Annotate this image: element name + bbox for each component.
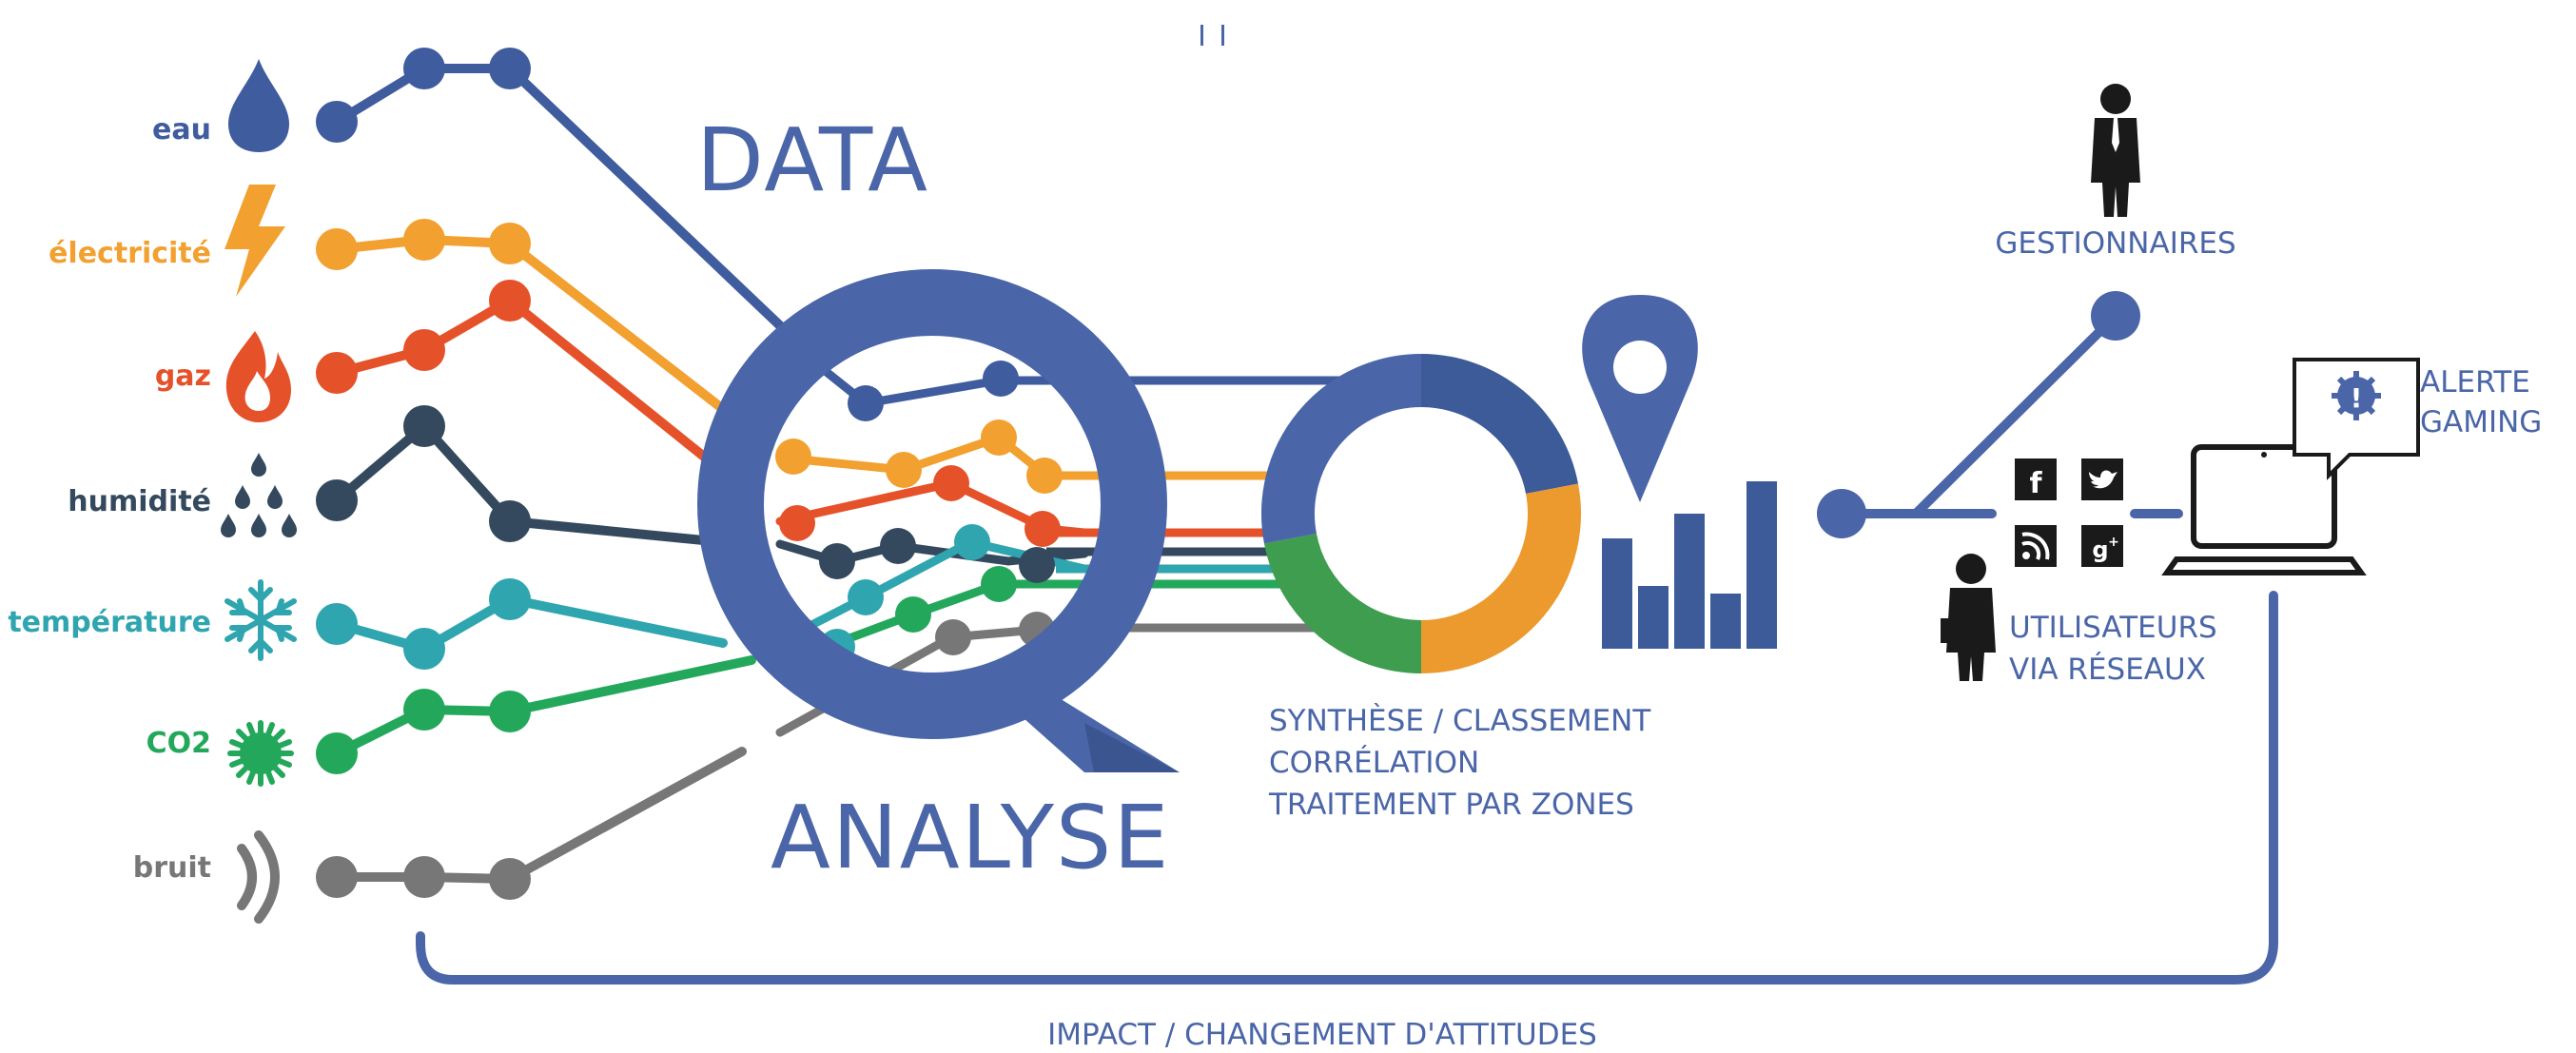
google-plus-icon: g + — [2081, 525, 2123, 567]
users-label-line-1: UTILISATEURS — [2009, 611, 2217, 645]
managers-dot — [2091, 291, 2140, 341]
svg-text:g: g — [2092, 536, 2108, 563]
synthesis-line-3: TRAITEMENT PAR ZONES — [1268, 788, 1634, 822]
alert-label-line-1: ALERTE — [2420, 365, 2530, 400]
rss-icon — [2015, 525, 2057, 567]
source-label-bruit: bruit — [133, 851, 211, 885]
user-person-icon — [1941, 554, 1996, 681]
lightning-icon — [224, 185, 285, 297]
top-mark — [1200, 25, 1203, 46]
water-drop-icon — [228, 59, 289, 152]
source-labels: eau électricité gaz humidité température… — [8, 113, 211, 885]
social-icons: f g + — [2015, 458, 2123, 567]
manager-person-icon — [2091, 84, 2140, 217]
analyse-title: ANALYSE — [771, 787, 1170, 888]
impact-label: IMPACT / CHANGEMENT D'ATTITUDES — [1047, 1018, 1597, 1052]
data-title: DATA — [696, 109, 929, 211]
output-network — [1837, 311, 2183, 518]
source-label-eau: eau — [152, 113, 211, 146]
donut-segment-0 — [1420, 354, 1579, 495]
top-mark-2 — [1221, 25, 1224, 46]
magnifier-icon — [697, 269, 1180, 772]
alert-label-line-2: GAMING — [2420, 405, 2542, 439]
svg-text:f: f — [2029, 467, 2042, 500]
source-lines — [332, 64, 792, 884]
donut-segment-3 — [1261, 354, 1422, 544]
alert-exclamation-icon: ! — [2351, 382, 2363, 414]
twitter-icon — [2081, 458, 2123, 500]
source-label-electricite: électricité — [49, 237, 211, 270]
managers-label: GESTIONNAIRES — [1995, 226, 2235, 261]
facebook-icon: f — [2015, 458, 2057, 500]
alert-bubble-icon: ! — [2293, 358, 2420, 480]
flame-icon — [225, 331, 291, 422]
hub-dot — [1817, 489, 1866, 538]
synthesis-line-1: SYNTHÈSE / CLASSEMENT — [1269, 704, 1651, 738]
synthesis-line-2: CORRÉLATION — [1269, 746, 1479, 780]
donut-segment-2 — [1263, 533, 1422, 673]
source-label-temperature: température — [8, 606, 211, 639]
source-label-humidite: humidité — [68, 485, 211, 518]
donut-chart — [1261, 354, 1581, 673]
laptop-icon — [2161, 444, 2367, 575]
impact-loop-line — [416, 591, 2278, 985]
source-dots — [316, 48, 531, 900]
sound-waves-icon — [237, 830, 280, 924]
location-pin-icon — [1582, 295, 1698, 502]
source-label-co2: CO2 — [146, 727, 211, 760]
svg-text:+: + — [2108, 535, 2119, 550]
co2-burst-icon — [227, 720, 294, 787]
snowflake-icon — [224, 579, 297, 661]
source-label-gaz: gaz — [155, 360, 211, 393]
droplets-icon — [221, 453, 297, 537]
users-label-line-2: VIA RÉSEAUX — [2009, 653, 2206, 687]
bar-chart-icon — [1602, 481, 1777, 649]
donut-segment-1 — [1420, 483, 1581, 673]
